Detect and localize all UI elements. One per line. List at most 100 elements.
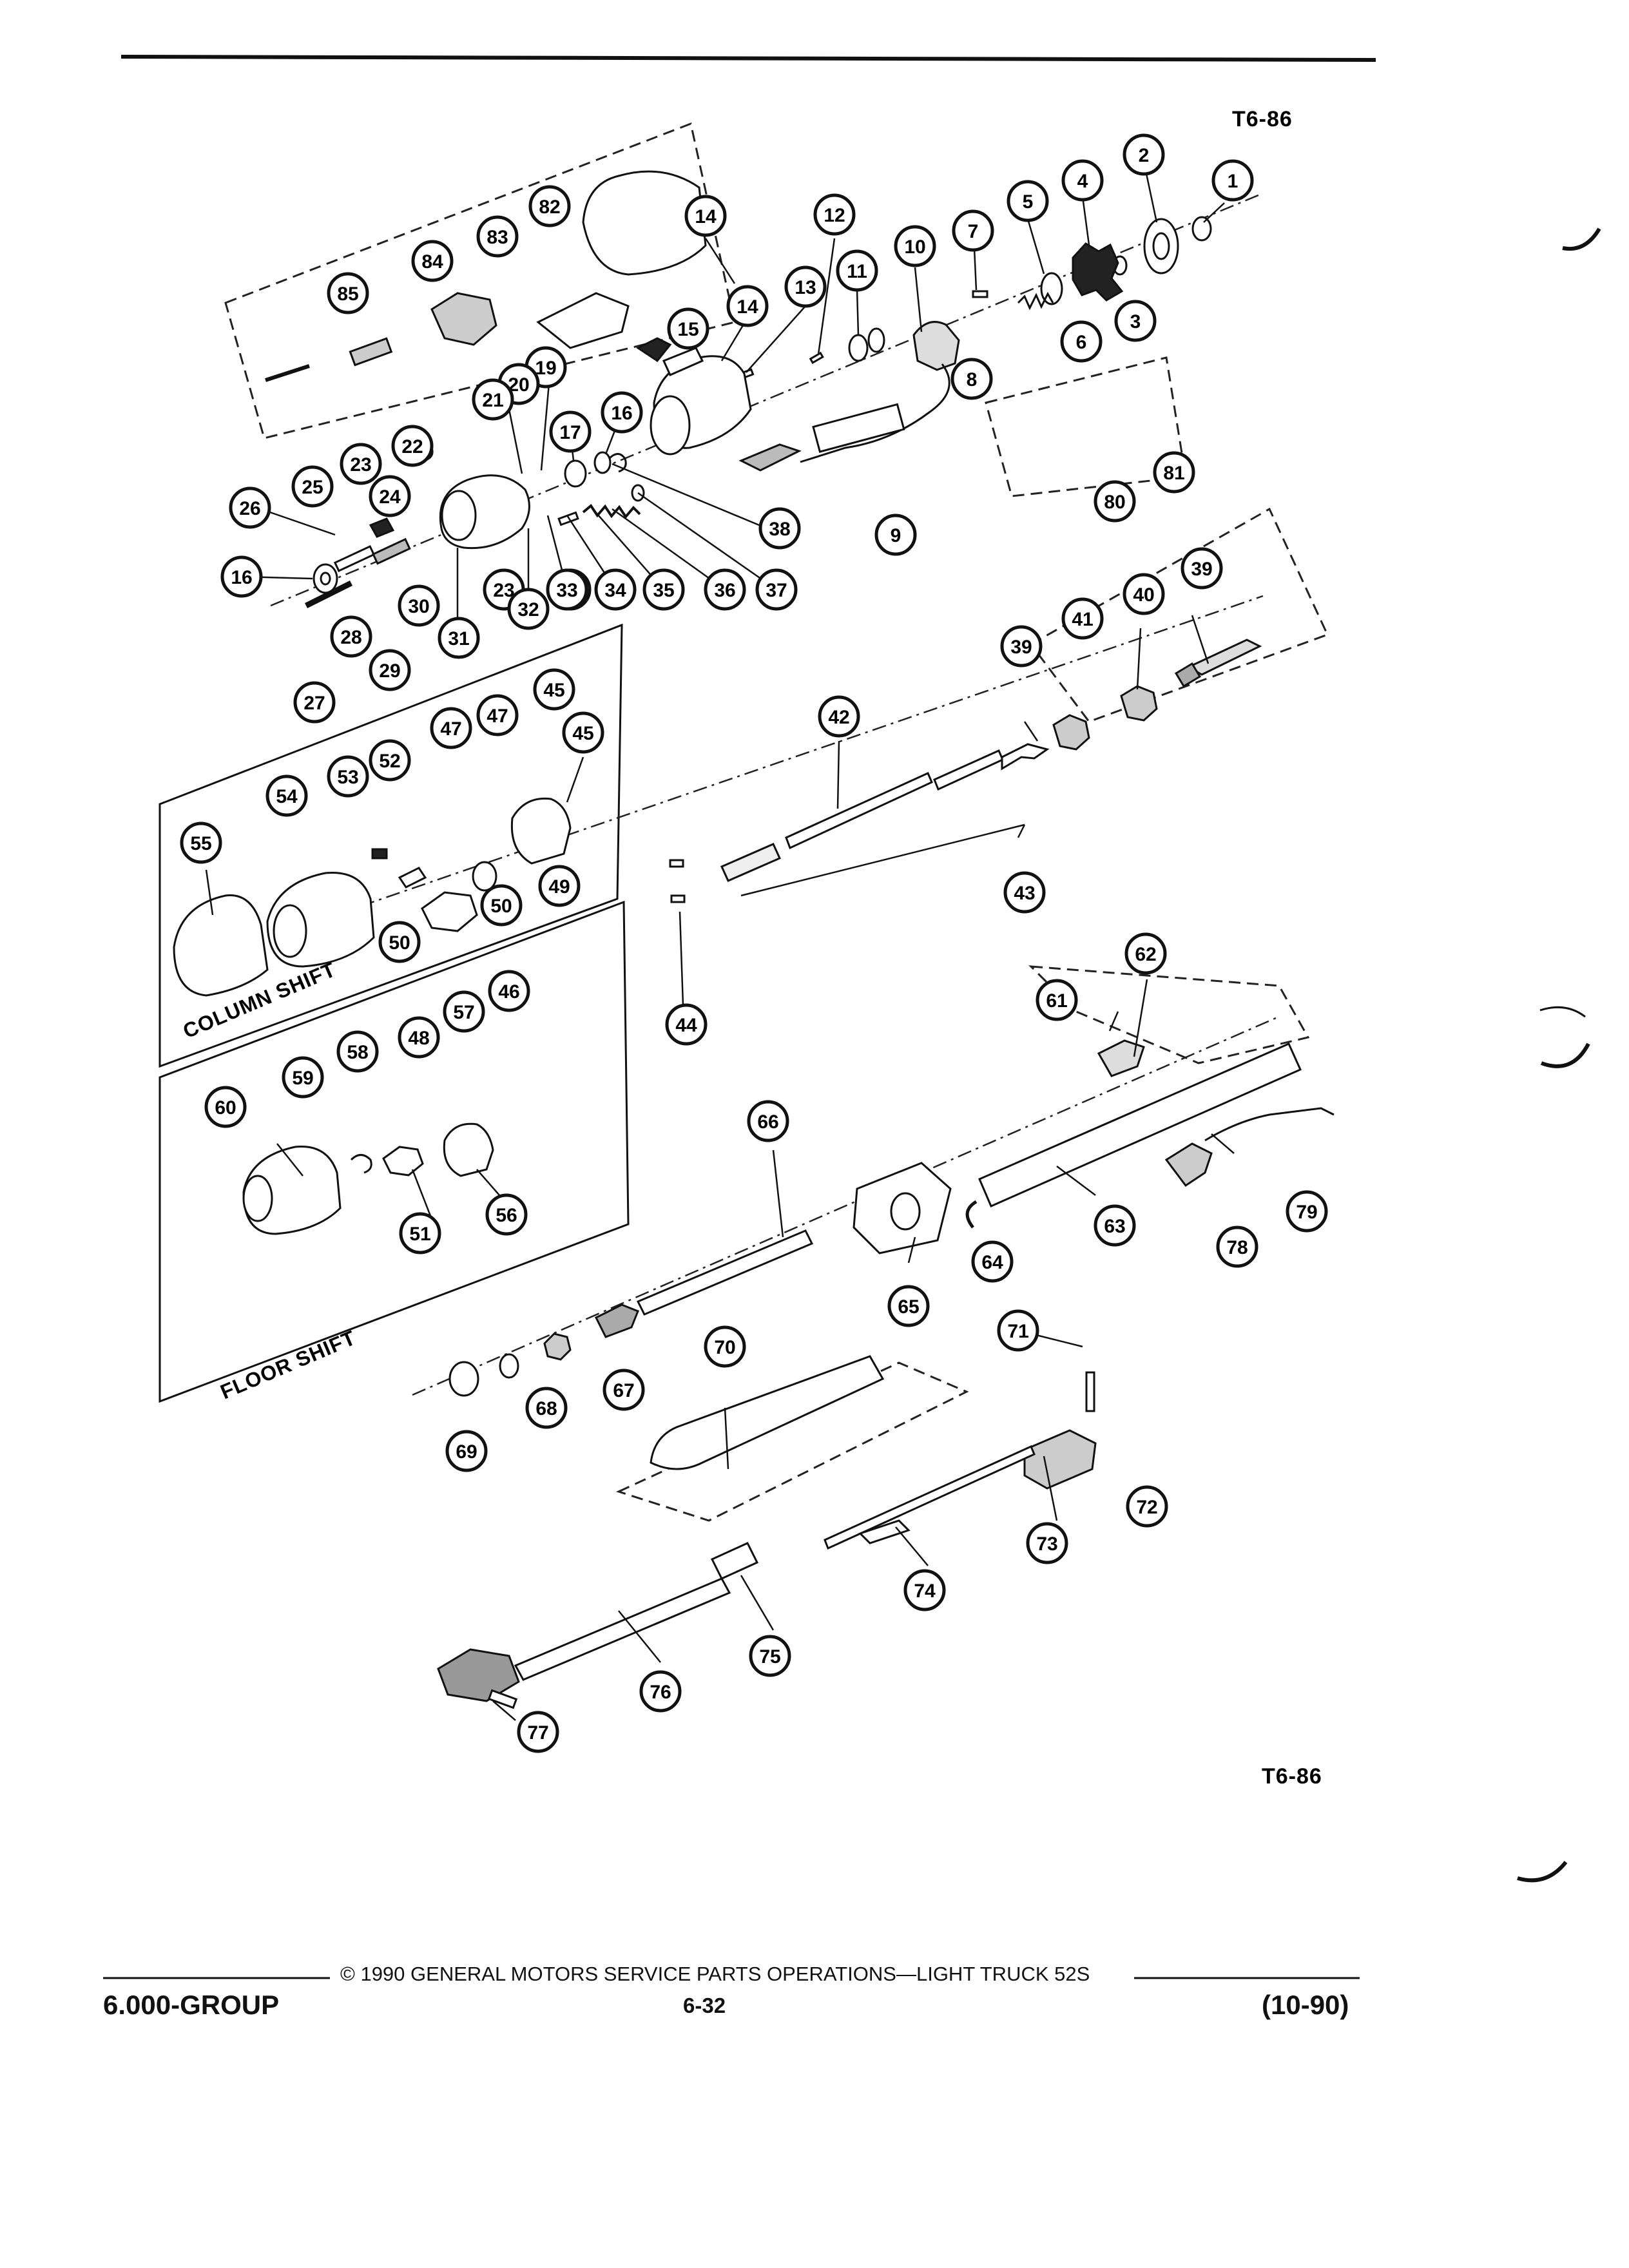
leader [973, 247, 978, 291]
callout-number: 70 [714, 1337, 735, 1358]
callout-circle [997, 1309, 1039, 1352]
callout-circle [665, 1003, 708, 1046]
callout-number: 9 [891, 525, 901, 546]
axis-lower [412, 1017, 1277, 1396]
callout-circle [476, 694, 519, 736]
callout-circle [836, 249, 878, 292]
callout-number: 33 [556, 580, 577, 601]
callout-circle [601, 391, 643, 434]
callout-number: 50 [490, 896, 512, 917]
callout-number: 19 [535, 358, 556, 379]
part-cancel-cam [1072, 242, 1124, 302]
callout-circle [1153, 451, 1195, 494]
callout-circle [813, 193, 856, 236]
callout-circle [399, 1212, 441, 1254]
callout-number: 14 [737, 296, 758, 318]
leader [856, 289, 860, 336]
callout-circle [874, 514, 917, 556]
leader [704, 238, 736, 284]
callout-number: 17 [559, 422, 581, 443]
top-rule [120, 55, 1376, 62]
callout-circle [488, 970, 530, 1012]
part-washer-16 [593, 451, 612, 474]
part-lock-83 [430, 292, 497, 346]
callout-circle [562, 711, 604, 754]
callout-circle [684, 195, 727, 237]
part-lock-housing-31-rim [441, 490, 477, 541]
callout-circle [293, 681, 336, 724]
part-bushing-11 [848, 334, 869, 362]
leader [1030, 1332, 1083, 1348]
callout-number: 85 [337, 284, 358, 305]
part-rod-27 [304, 580, 353, 609]
callout-circle [472, 378, 514, 421]
callout-circle [445, 1430, 488, 1472]
callout-circle [642, 568, 685, 611]
leader [1043, 1456, 1058, 1521]
callout-circle [704, 1325, 746, 1368]
leader [836, 740, 840, 809]
callout-circle [480, 884, 523, 927]
footer-copyright: © 1990 GENERAL MOTORS SERVICE PARTS OPER… [340, 1963, 1090, 1985]
part-washer-67 [499, 1353, 519, 1379]
callout-circle [430, 707, 472, 749]
callout-number: 67 [613, 1380, 634, 1401]
part-shaft-41 [785, 772, 933, 850]
leader [1211, 1133, 1235, 1154]
callout-circle [369, 649, 411, 691]
callout-circle [667, 307, 709, 350]
callout-circle [1124, 932, 1167, 975]
leader [1027, 218, 1045, 274]
callout-circle [1123, 573, 1165, 615]
callout-number: 25 [302, 477, 323, 498]
callout-circle [726, 285, 769, 327]
callout-number: 24 [379, 486, 401, 508]
leader [772, 1149, 784, 1238]
footer-date: (10-90) [1262, 1990, 1349, 2020]
leader [1203, 202, 1225, 223]
callout-number: 61 [1046, 990, 1067, 1012]
leader [1191, 615, 1210, 664]
footer-page-number: 6-32 [683, 1994, 726, 2017]
part-switch-plate [812, 403, 905, 453]
callout-circle [704, 568, 746, 611]
part-screw-12 [809, 351, 824, 365]
leader [1023, 721, 1039, 742]
callout-circle [398, 1016, 440, 1059]
leader [618, 1610, 661, 1663]
callout-circle [476, 215, 519, 258]
callout-circle [265, 774, 308, 817]
callout-number: 42 [828, 707, 849, 728]
part-spring [1017, 291, 1054, 311]
callout-circle [749, 1635, 791, 1677]
figure-id-bottom: T6-86 [1262, 1764, 1322, 1789]
callout-circle [528, 185, 571, 227]
part-bowl-59-rim [242, 1175, 273, 1222]
callout-number: 41 [1072, 609, 1093, 630]
callout-group: 1234567891011121314141516161718192021222… [180, 133, 1328, 1753]
callout-circle [1123, 133, 1165, 176]
callout-circle [747, 1100, 789, 1142]
callout-number: 27 [304, 693, 325, 714]
part-switch-55 [443, 1122, 494, 1177]
callout-number: 66 [757, 1111, 778, 1133]
callout-number: 64 [981, 1252, 1003, 1273]
callout-number: 57 [453, 1002, 474, 1023]
callout-number: 2 [1139, 145, 1150, 166]
box-column-shift [159, 623, 623, 1068]
callout-number: 40 [1133, 584, 1154, 606]
edge-mark [1562, 227, 1601, 251]
callout-circle [485, 1193, 528, 1236]
callout-number: 12 [824, 205, 845, 226]
part-spring-34 [582, 504, 641, 519]
callout-circle [894, 225, 936, 267]
callout-circle [327, 272, 369, 314]
part-screw-70 [1085, 1371, 1095, 1412]
callout-circle [903, 1569, 946, 1611]
callout-number: 51 [409, 1224, 430, 1245]
callout-circle [818, 695, 860, 738]
callout-number: 77 [527, 1722, 548, 1744]
box-floor-shift [159, 900, 630, 1403]
part-cable-78 [1204, 1107, 1335, 1142]
part-joint-75 [437, 1648, 520, 1702]
